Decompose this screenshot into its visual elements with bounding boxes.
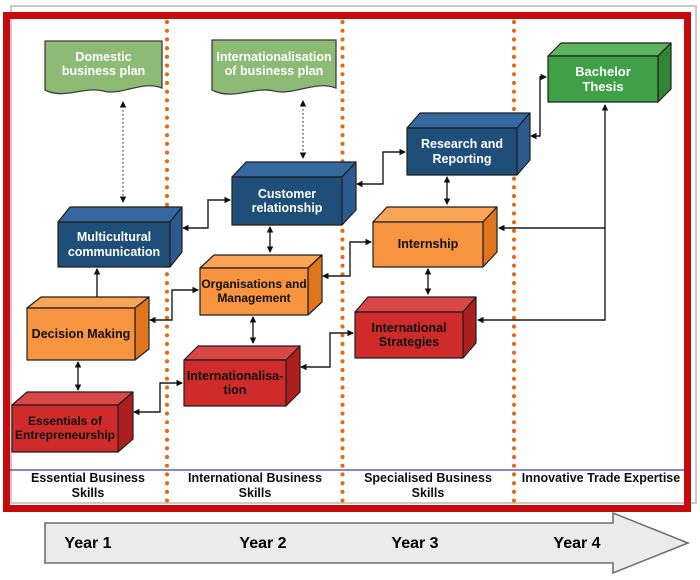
year-1-label: Year 1 (64, 535, 112, 552)
connector-multicultural-customer (182, 196, 231, 232)
course-boxes (11, 42, 672, 453)
year-3-label: Year 3 (391, 535, 439, 552)
skill-label-innovative-trade: Innovative Trade Expertise (521, 471, 681, 485)
year-axis-arrow (44, 511, 691, 575)
year-4-label: Year 4 (553, 535, 601, 552)
box-customer-relationship (231, 161, 357, 226)
banner-connectors (119, 100, 307, 203)
connector-organisations-internship (322, 238, 372, 280)
skill-label-essential-business: Essential Business Skills (31, 471, 145, 500)
skill-label-international-business: International Business Skills (187, 471, 323, 500)
box-essentials-entrepreneurship (11, 391, 134, 453)
course-connectors (74, 73, 609, 416)
connector-internationalisation-strategies (300, 329, 354, 371)
year-divider-dotted-lines (165, 20, 516, 504)
skill-label-specialised-business: Specialised Business Skills (364, 471, 492, 500)
connector-bachelor-strategies (477, 104, 609, 324)
connector-customer-research (356, 148, 406, 188)
banner-internationalisation-plan (211, 39, 337, 95)
box-international-strategies (354, 296, 477, 359)
connector-research-bachelor (530, 73, 547, 140)
connector-decision-organisations (149, 286, 199, 324)
outer-gray-frame (10, 5, 697, 504)
box-decision-making (26, 296, 150, 361)
box-multicultural-communication (57, 206, 183, 268)
connector-essentials-internationalisation (133, 379, 183, 416)
box-bachelor-thesis (547, 42, 672, 103)
box-internship (372, 206, 498, 268)
plan-banners (44, 39, 337, 95)
banner-domestic-business-plan (44, 40, 163, 95)
box-research-reporting (406, 112, 531, 176)
box-internationalisation (183, 345, 301, 407)
year-2-label: Year 2 (239, 535, 287, 552)
red-frame-border (3, 12, 691, 512)
box-organisations-management (199, 254, 323, 316)
